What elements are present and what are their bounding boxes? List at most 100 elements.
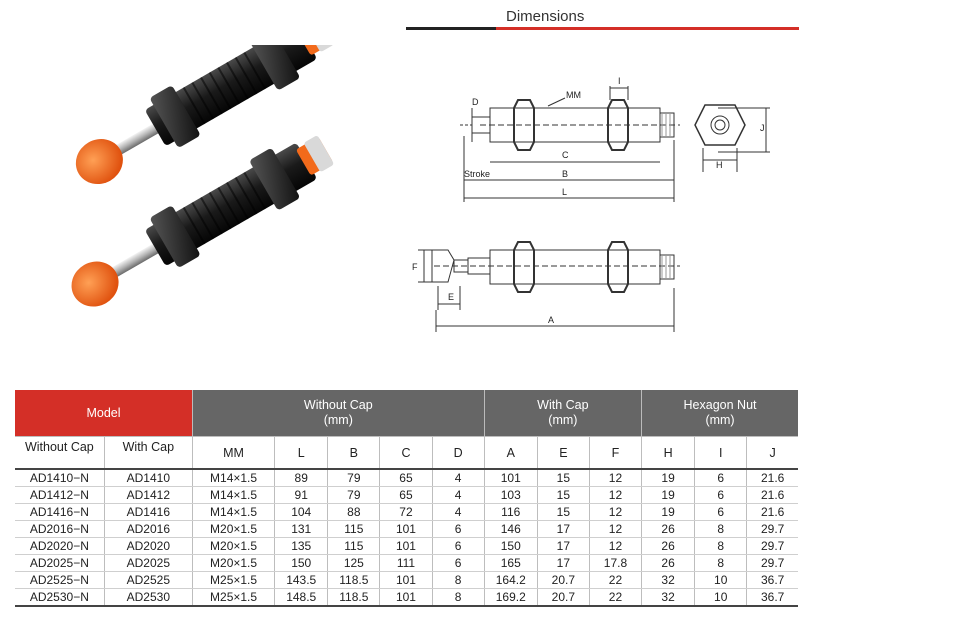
cell-l: 135 [274, 537, 329, 555]
cell-l: 148.5 [274, 588, 329, 607]
cell-mm: M14×1.5 [192, 469, 276, 487]
cell-d: 6 [432, 537, 485, 555]
cell-c: 65 [379, 469, 433, 487]
label-c: C [562, 150, 569, 160]
cell-f: 12 [589, 486, 643, 504]
cell-model-with-cap: AD2016 [104, 520, 193, 538]
side-view-without-cap: D MM I C Stroke B L [460, 76, 680, 202]
cell-i: 6 [694, 503, 748, 521]
cell-model-without-cap: AD2025−N [15, 554, 105, 572]
cell-j: 21.6 [746, 486, 798, 504]
cell-i: 6 [694, 469, 748, 487]
title-underline [406, 27, 799, 30]
subheader-with-cap: With Cap [104, 436, 193, 470]
header-model: Model [15, 390, 193, 437]
subheader-d: D [432, 436, 485, 470]
cell-model-with-cap: AD1410 [104, 469, 193, 487]
cell-a: 150 [484, 537, 538, 555]
label-b: B [562, 169, 568, 179]
label-mm: MM [566, 90, 581, 100]
cell-f: 12 [589, 520, 643, 538]
end-view-hexagon: J H [694, 104, 770, 172]
cell-d: 6 [432, 520, 485, 538]
cell-l: 143.5 [274, 571, 329, 589]
cell-mm: M14×1.5 [192, 486, 276, 504]
cell-b: 125 [327, 554, 381, 572]
cell-l: 91 [274, 486, 329, 504]
cell-d: 4 [432, 503, 485, 521]
subheader-l: L [274, 436, 329, 470]
subheader-b: B [327, 436, 381, 470]
cell-a: 101 [484, 469, 538, 487]
cell-b: 88 [327, 503, 381, 521]
cell-c: 111 [379, 554, 433, 572]
cell-mm: M14×1.5 [192, 503, 276, 521]
label-l: L [562, 187, 567, 197]
cell-a: 116 [484, 503, 538, 521]
cell-d: 6 [432, 554, 485, 572]
cell-e: 15 [537, 503, 590, 521]
cell-model-with-cap: AD2530 [104, 588, 193, 607]
cell-j: 29.7 [746, 554, 798, 572]
subheader-f: F [589, 436, 643, 470]
subheader-a: A [484, 436, 538, 470]
cell-j: 21.6 [746, 469, 798, 487]
cell-mm: M20×1.5 [192, 554, 276, 572]
cell-model-without-cap: AD1412−N [15, 486, 105, 504]
cell-b: 79 [327, 486, 381, 504]
cell-l: 104 [274, 503, 329, 521]
cell-model-with-cap: AD2525 [104, 571, 193, 589]
cell-a: 146 [484, 520, 538, 538]
cell-model-without-cap: AD1410−N [15, 469, 105, 487]
cell-c: 101 [379, 571, 433, 589]
cell-mm: M20×1.5 [192, 537, 276, 555]
label-j: J [760, 123, 765, 133]
cell-a: 169.2 [484, 588, 538, 607]
cell-h: 32 [641, 571, 696, 589]
cell-f: 22 [589, 571, 643, 589]
cell-i: 8 [694, 520, 748, 538]
subheader-i: I [694, 436, 748, 470]
page-title: Dimensions [506, 8, 585, 25]
label-d: D [472, 97, 479, 107]
cell-b: 118.5 [327, 571, 381, 589]
cell-d: 4 [432, 486, 485, 504]
cell-c: 101 [379, 588, 433, 607]
cell-f: 12 [589, 503, 643, 521]
cell-d: 8 [432, 571, 485, 589]
cell-c: 101 [379, 520, 433, 538]
label-h: H [716, 160, 723, 170]
header-with-cap: With Cap(mm) [484, 390, 643, 437]
cell-mm: M25×1.5 [192, 588, 276, 607]
dimension-drawing: D MM I C Stroke B L J H [412, 76, 770, 332]
cell-b: 115 [327, 537, 381, 555]
cell-l: 131 [274, 520, 329, 538]
cell-b: 79 [327, 469, 381, 487]
cell-e: 20.7 [537, 571, 590, 589]
subheader-without-cap: Without Cap [15, 436, 105, 470]
cell-e: 15 [537, 486, 590, 504]
cell-f: 22 [589, 588, 643, 607]
cell-f: 17.8 [589, 554, 643, 572]
cell-h: 19 [641, 469, 696, 487]
upper-absorber [75, 45, 334, 185]
cell-j: 36.7 [746, 588, 798, 607]
lower-absorber [71, 136, 334, 307]
cell-model-without-cap: AD2525−N [15, 571, 105, 589]
cell-i: 10 [694, 588, 748, 607]
cell-f: 12 [589, 537, 643, 555]
label-e: E [448, 292, 454, 302]
cell-b: 118.5 [327, 588, 381, 607]
header-hexagon-nut: Hexagon Nut(mm) [641, 390, 798, 437]
cell-a: 103 [484, 486, 538, 504]
label-a: A [548, 315, 554, 325]
cell-model-with-cap: AD1412 [104, 486, 193, 504]
cell-j: 29.7 [746, 537, 798, 555]
label-i: I [618, 76, 621, 86]
